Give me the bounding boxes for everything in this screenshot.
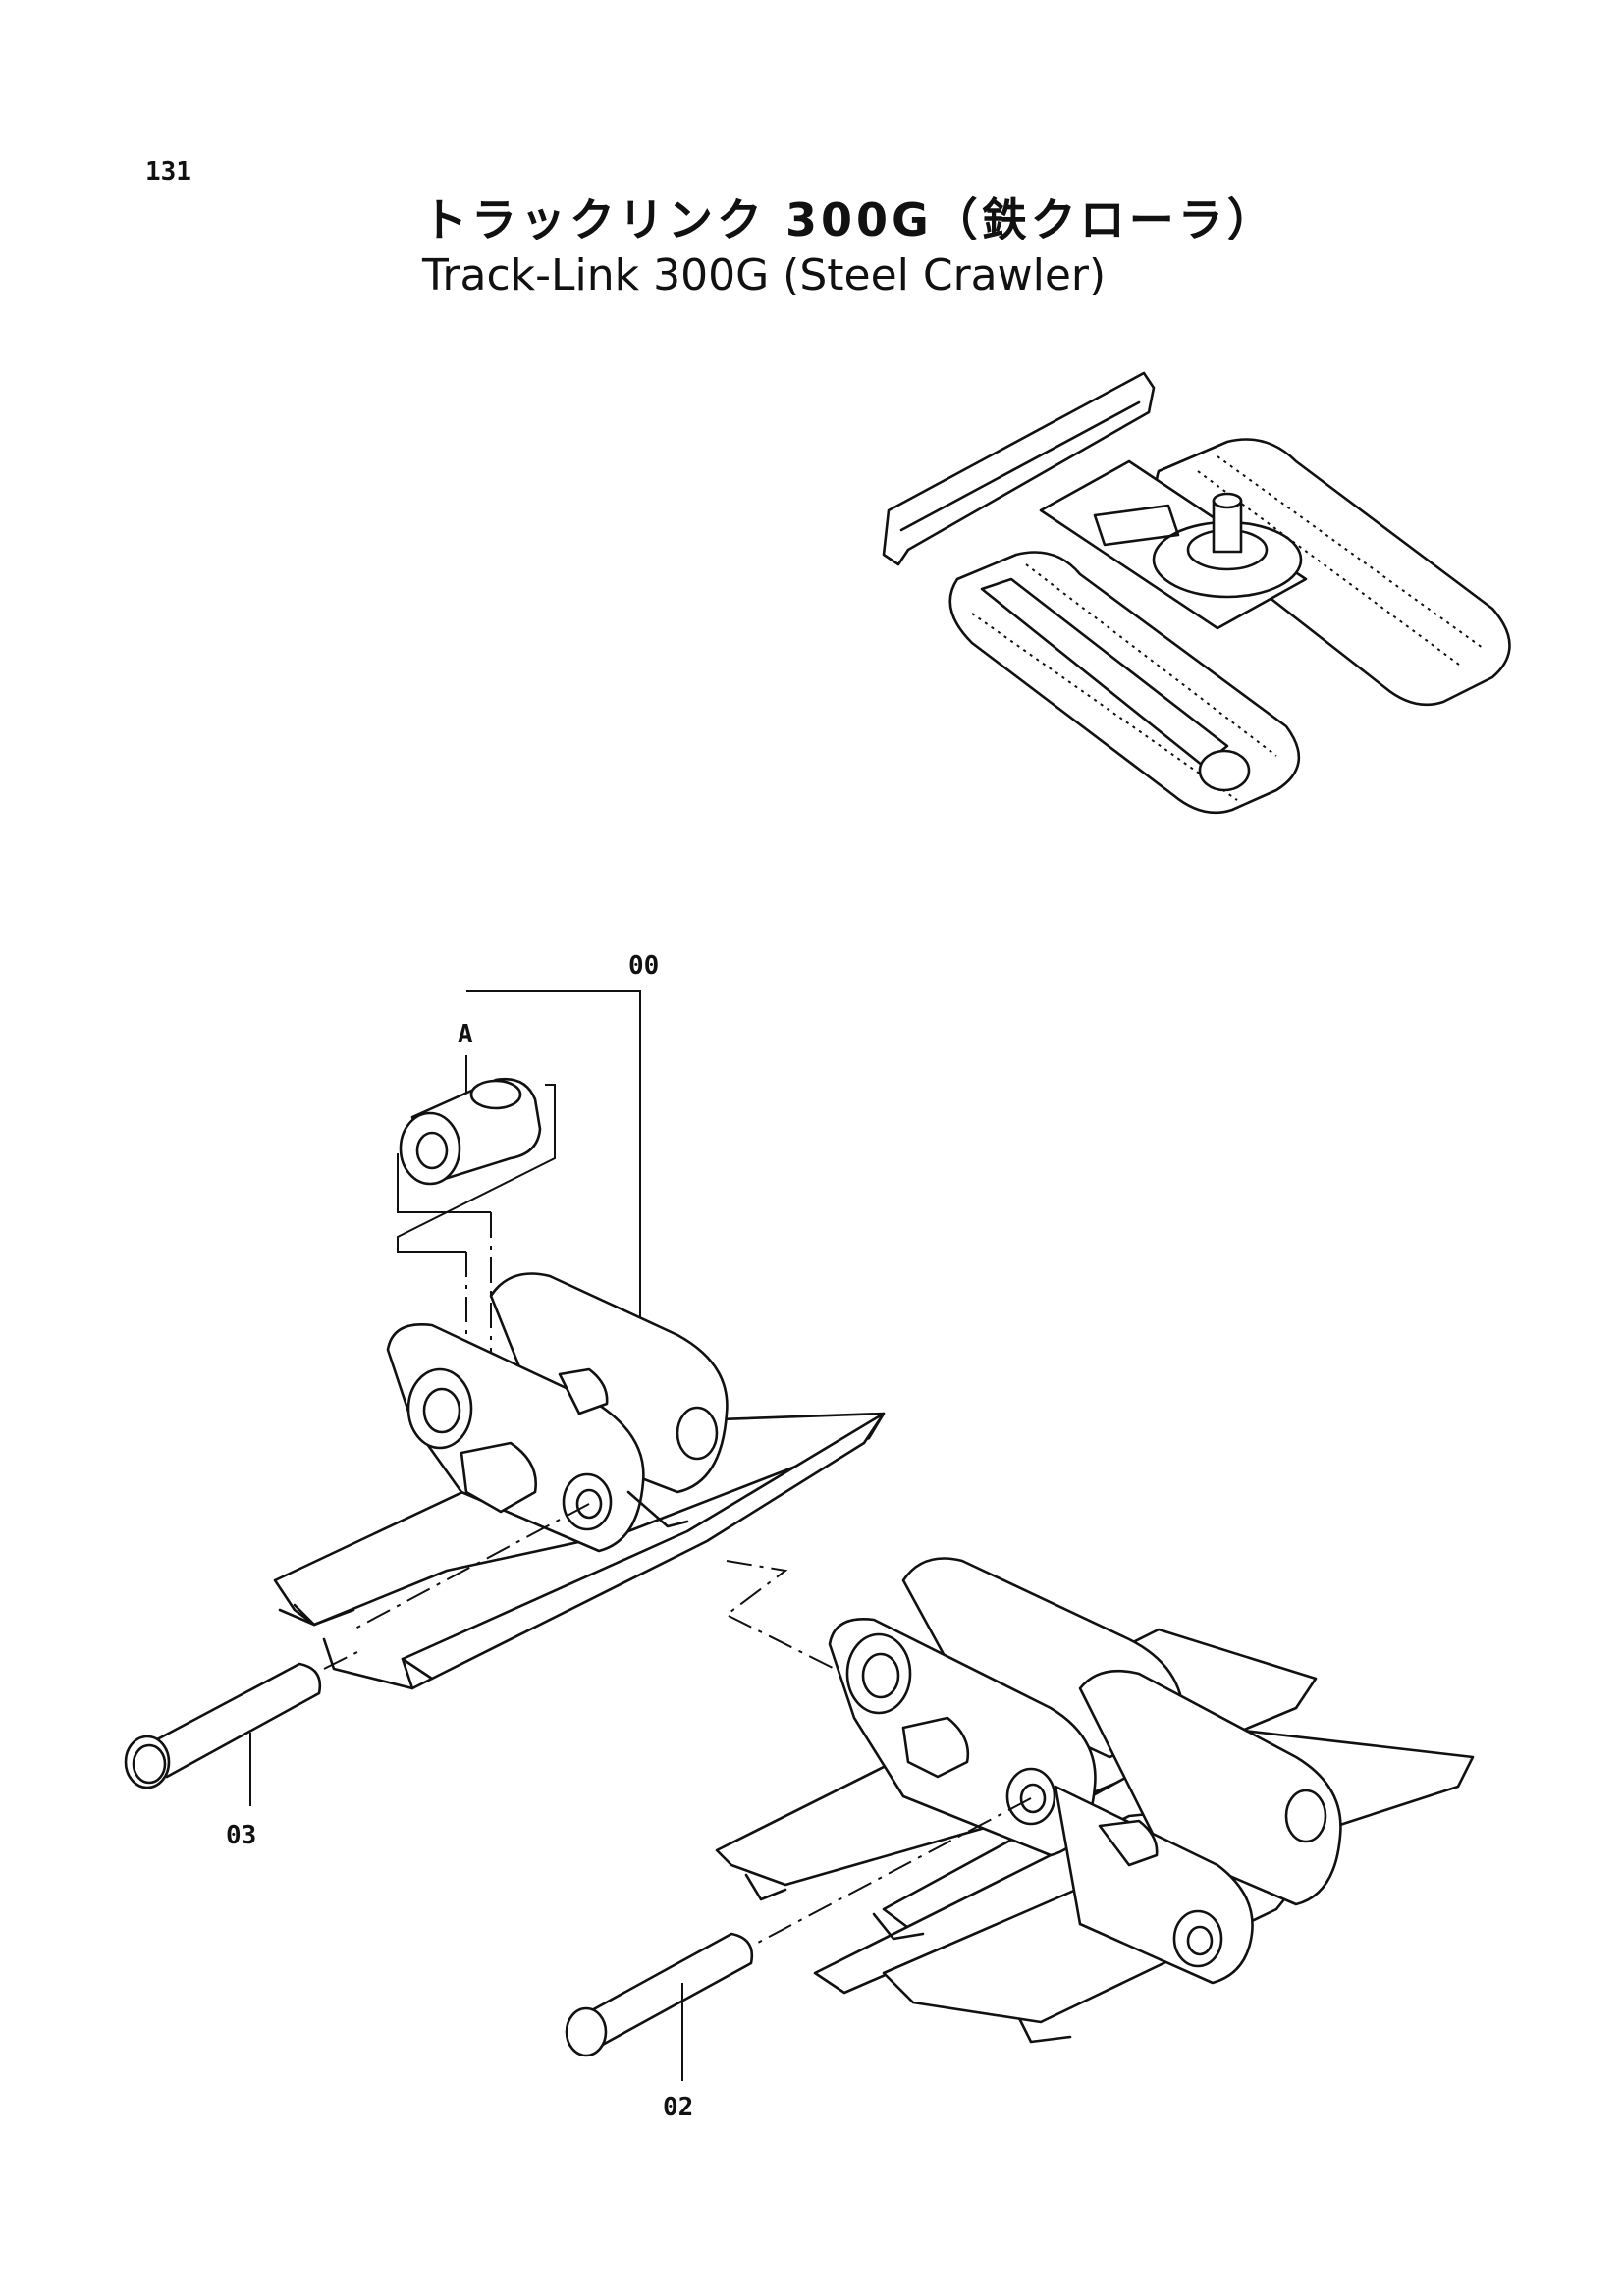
callout-label-03: 03 (226, 1821, 256, 1850)
title-japanese: トラックリンク 300G（鉄クローラ） (422, 193, 1276, 246)
lower-pin-centerline (755, 1797, 1032, 1945)
callout-label-a: A (458, 1020, 473, 1049)
callout-label-02: 02 (663, 2093, 693, 2122)
callout-00-leader (466, 990, 641, 1369)
page-number: 131 (145, 157, 191, 187)
track-link-assembly-lower (715, 1557, 1475, 2044)
track-pin (565, 1932, 754, 2057)
title-english: Track-Link 300G (Steel Crawler) (422, 250, 1107, 300)
track-link-assembly-upper (273, 1272, 886, 1690)
master-pin-centerline (323, 1648, 364, 1670)
excavator-undercarriage-icon (882, 371, 1511, 815)
callout-label-00: 00 (628, 951, 659, 981)
master-pin (124, 1662, 322, 1789)
bushing (397, 1077, 556, 1253)
assembly-centerline (725, 1560, 865, 1684)
